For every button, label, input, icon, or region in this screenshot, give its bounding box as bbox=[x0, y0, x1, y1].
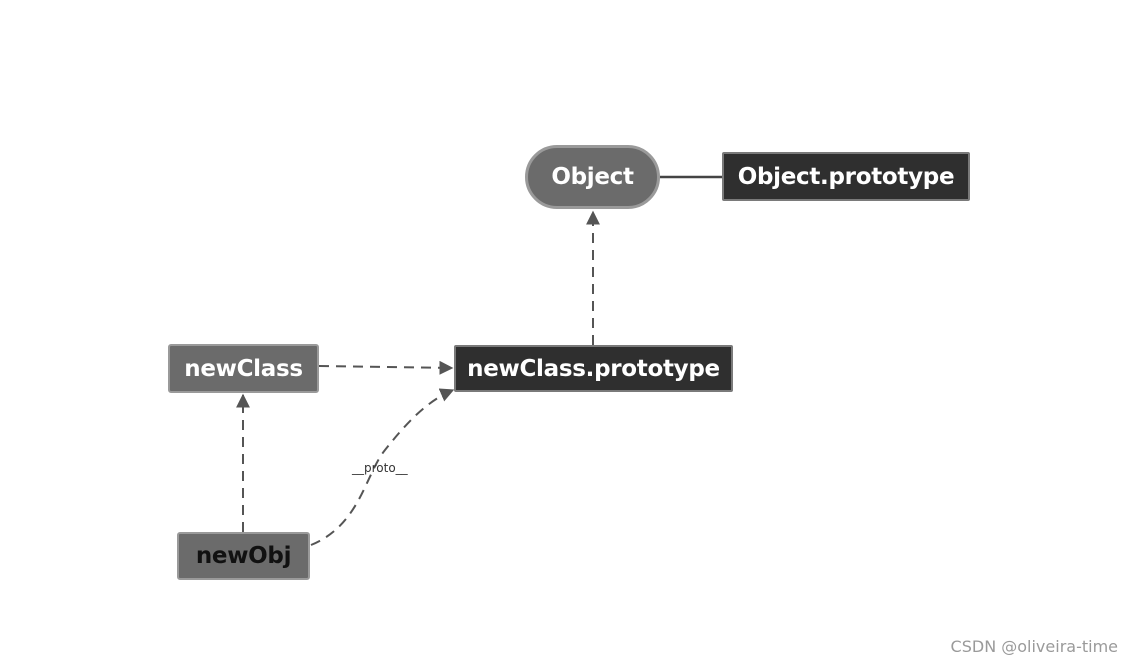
node-object-prototype: Object.prototype bbox=[722, 152, 970, 201]
edge-label-proto: __proto__ bbox=[352, 461, 408, 475]
node-newclass: newClass bbox=[168, 344, 319, 393]
node-object: Object bbox=[525, 145, 660, 209]
watermark: CSDN @oliveira-time bbox=[950, 637, 1118, 656]
edge-newclass-to-newclass-prototype bbox=[318, 360, 454, 375]
edge-newobj-proto-to-newclass-prototype bbox=[310, 388, 455, 546]
node-newclass-prototype: newClass.prototype bbox=[454, 345, 733, 392]
node-newobj: newObj bbox=[177, 532, 310, 580]
